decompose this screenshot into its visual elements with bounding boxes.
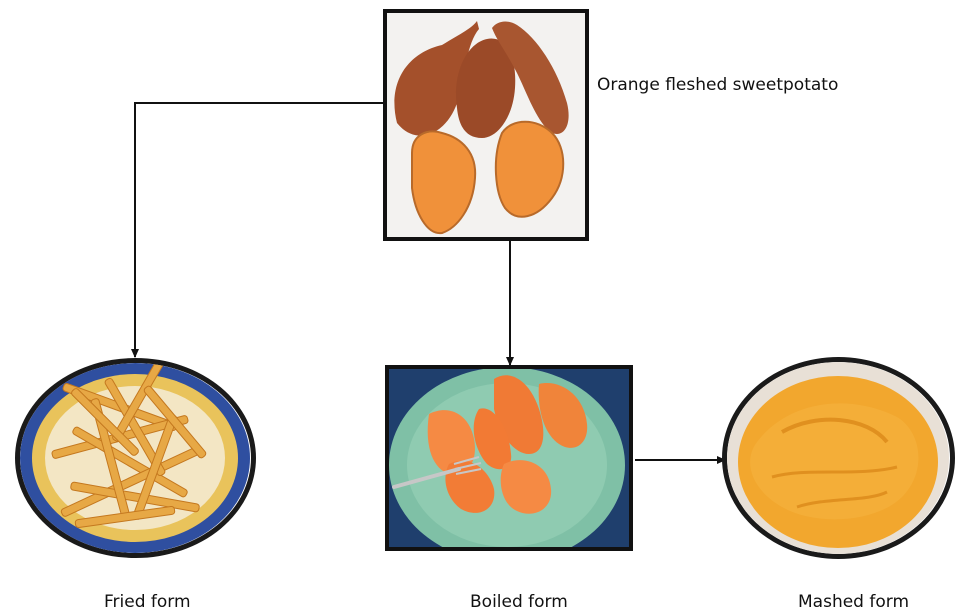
fries-photo [15,358,256,558]
fried-label: Fried form [104,592,191,612]
boiled-label: Boiled form [470,592,568,612]
mashed-sweetpotato-photo [722,357,955,559]
boiled-sweetpotato-photo [385,365,633,551]
sweetpotato-photo [383,9,589,241]
mashed-label: Mashed form [798,592,909,612]
arrow-source-to-fried [135,103,385,357]
source-label: Orange fleshed sweetpotato [597,75,838,95]
